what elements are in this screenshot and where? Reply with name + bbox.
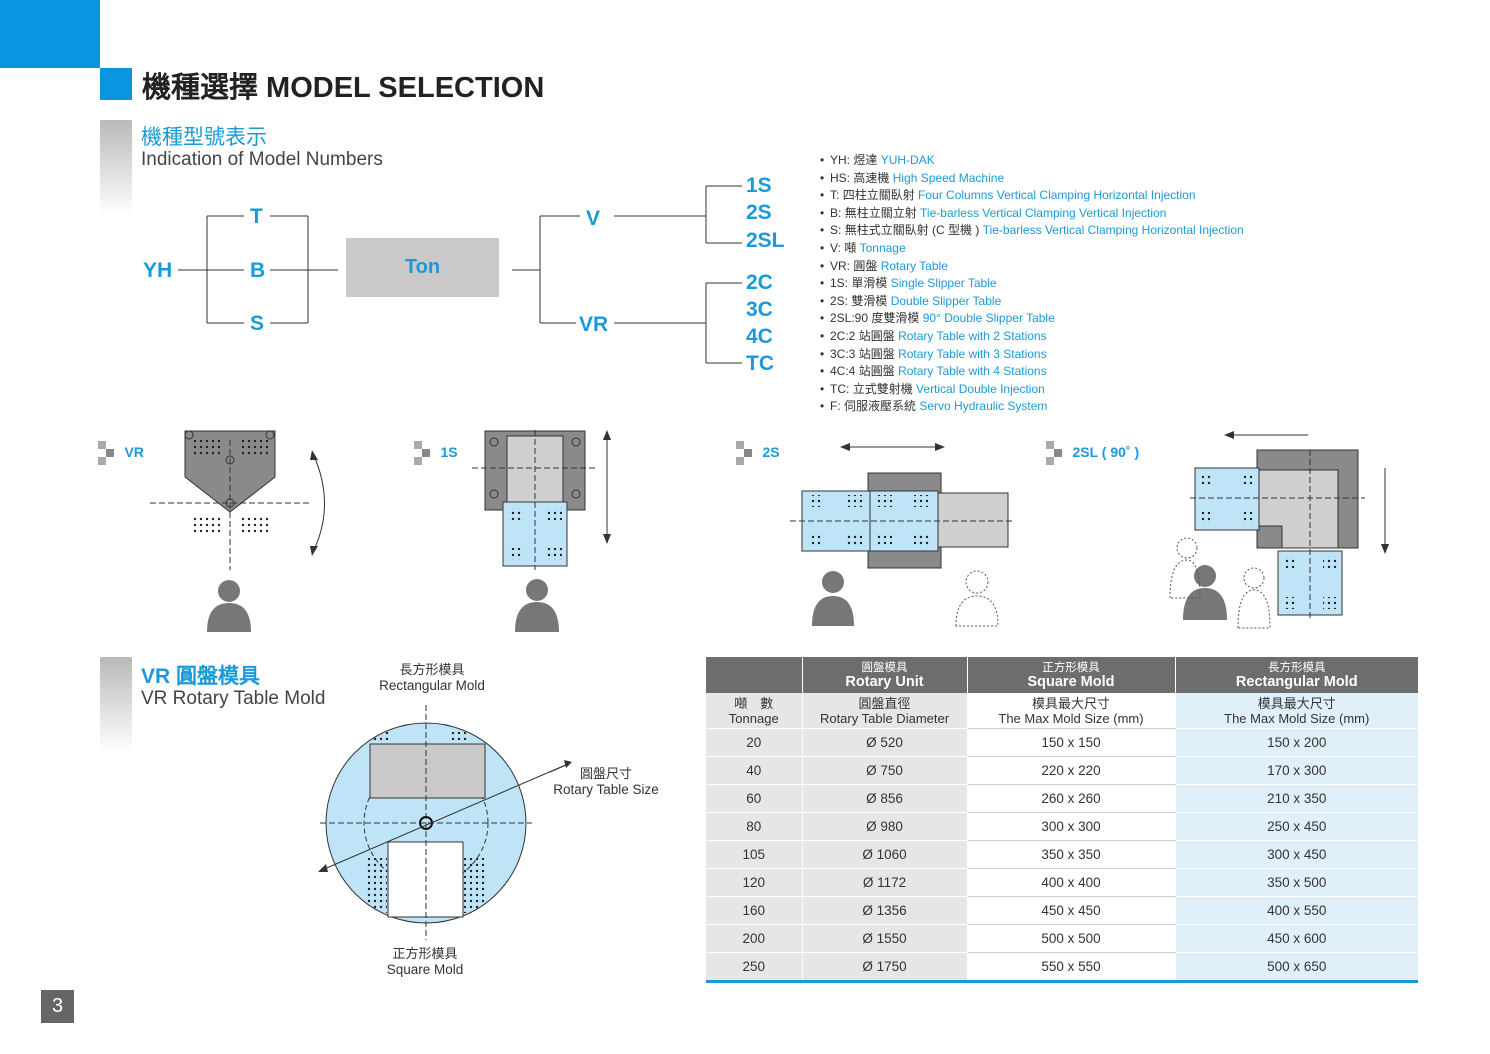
- code-type-b: B: [250, 259, 266, 282]
- diagram-label-2s: 2S: [736, 441, 780, 465]
- pixel-icon: [736, 441, 752, 465]
- legend-item: •1S: 單滑模 Single Slipper Table: [820, 276, 997, 291]
- 1s-diagram: [472, 430, 611, 632]
- vr-diagram: [150, 430, 325, 632]
- table-size-en: Rotary Table Size: [553, 782, 659, 797]
- legend-item: •4C:4 站圓盤 Rotary Table with 4 Stations: [820, 364, 1047, 379]
- square-mold-zh: 正方形模具: [392, 946, 458, 961]
- page-title: 機種選擇 MODEL SELECTION: [142, 72, 545, 104]
- code-type-s: S: [250, 312, 265, 335]
- legend-item: •HS: 高速機 High Speed Machine: [820, 170, 1005, 185]
- rotary-title-zh: VR 圓盤模具: [141, 665, 261, 688]
- rect-mold-caption: 長方形模具 Rectangular Mold: [370, 662, 494, 694]
- legend-item: •YH: 煜達 YUH-DAK: [820, 153, 935, 167]
- legend-item: •2SL:90 度雙滑模 90° Double Slipper Table: [820, 311, 1055, 326]
- code-v-2s: 2S: [746, 201, 772, 224]
- legend-item: •3C:3 站圓盤 Rotary Table with 3 Stations: [820, 346, 1047, 361]
- pixel-icon: [1046, 441, 1062, 465]
- code-vr-3c: 3C: [746, 298, 773, 321]
- code-branch-vr: VR: [579, 313, 609, 336]
- rect-mold-zh: 長方形模具: [399, 662, 465, 677]
- code-legend: •YH: 煜達 YUH-DAK •HS: 高速機 High Speed Mach…: [820, 152, 1244, 416]
- table-size-zh: 圓盤尺寸: [579, 766, 632, 781]
- corner-block: [0, 0, 100, 68]
- table-size-caption: 圓盤尺寸 Rotary Table Size: [548, 766, 664, 798]
- title-mark: [100, 68, 132, 100]
- square-mold-en: Square Mold: [386, 962, 464, 977]
- code-v-1s: 1S: [746, 174, 772, 197]
- code-type-t: T: [250, 205, 263, 228]
- model-tree-lines: [178, 185, 742, 364]
- legend-item: •2C:2 站圓盤 Rotary Table with 2 Stations: [820, 328, 1047, 343]
- section-title-en: Indication of Model Numbers: [141, 149, 383, 170]
- diagram-label-1s: 1S: [414, 441, 458, 465]
- legend-item: •T: 四柱立關臥射 Four Columns Vertical Clampin…: [820, 188, 1196, 203]
- 2sl-diagram: [1169, 431, 1389, 629]
- legend-item: •2S: 雙滑模 Double Slipper Table: [820, 293, 1002, 308]
- code-vr-4c: 4C: [746, 325, 773, 348]
- section-bar: [100, 120, 132, 215]
- legend-item: •VR: 圓盤 Rotary Table: [820, 258, 948, 273]
- code-vr-2c: 2C: [746, 271, 773, 294]
- section-bar: [100, 657, 132, 752]
- rotary-title-en: VR Rotary Table Mold: [141, 688, 326, 709]
- section-title-zh: 機種型號表示: [141, 126, 267, 149]
- legend-item: •V: 噸 Tonnage: [820, 240, 906, 255]
- header-cell: [706, 657, 802, 693]
- code-vr-tc: TC: [746, 352, 774, 375]
- 2s-diagram: [790, 443, 1015, 627]
- page-number: 3: [41, 990, 74, 1023]
- legend-item: •S: 無柱式立關臥射 (C 型機 ) Tie-barless Vertical…: [820, 223, 1244, 238]
- code-v-2sl: 2SL: [746, 229, 785, 252]
- code-branch-v: V: [586, 207, 601, 230]
- pixel-icon: [414, 441, 430, 465]
- rect-mold-en: Rectangular Mold: [379, 678, 485, 693]
- ton-box: Ton: [346, 238, 499, 297]
- machine-diagrams: [150, 430, 1389, 632]
- ton-label: Ton: [404, 256, 441, 278]
- diagram-label-2sl: 2SL ( 90˚ ): [1046, 441, 1139, 465]
- square-mold-caption: 正方形模具 Square Mold: [375, 946, 475, 978]
- legend-item: •TC: 立式雙射機 Vertical Double Injection: [820, 381, 1045, 396]
- rotary-mold-diagram: [318, 705, 572, 940]
- pixel-icon: [98, 441, 114, 465]
- legend-item: •B: 無柱立關立射 Tie-barless Vertical Clamping…: [820, 205, 1167, 220]
- diagram-label-vr: VR: [98, 441, 144, 465]
- legend-item: •F: 伺服液壓系統 Servo Hydraulic System: [820, 399, 1048, 414]
- code-root: YH: [143, 259, 173, 282]
